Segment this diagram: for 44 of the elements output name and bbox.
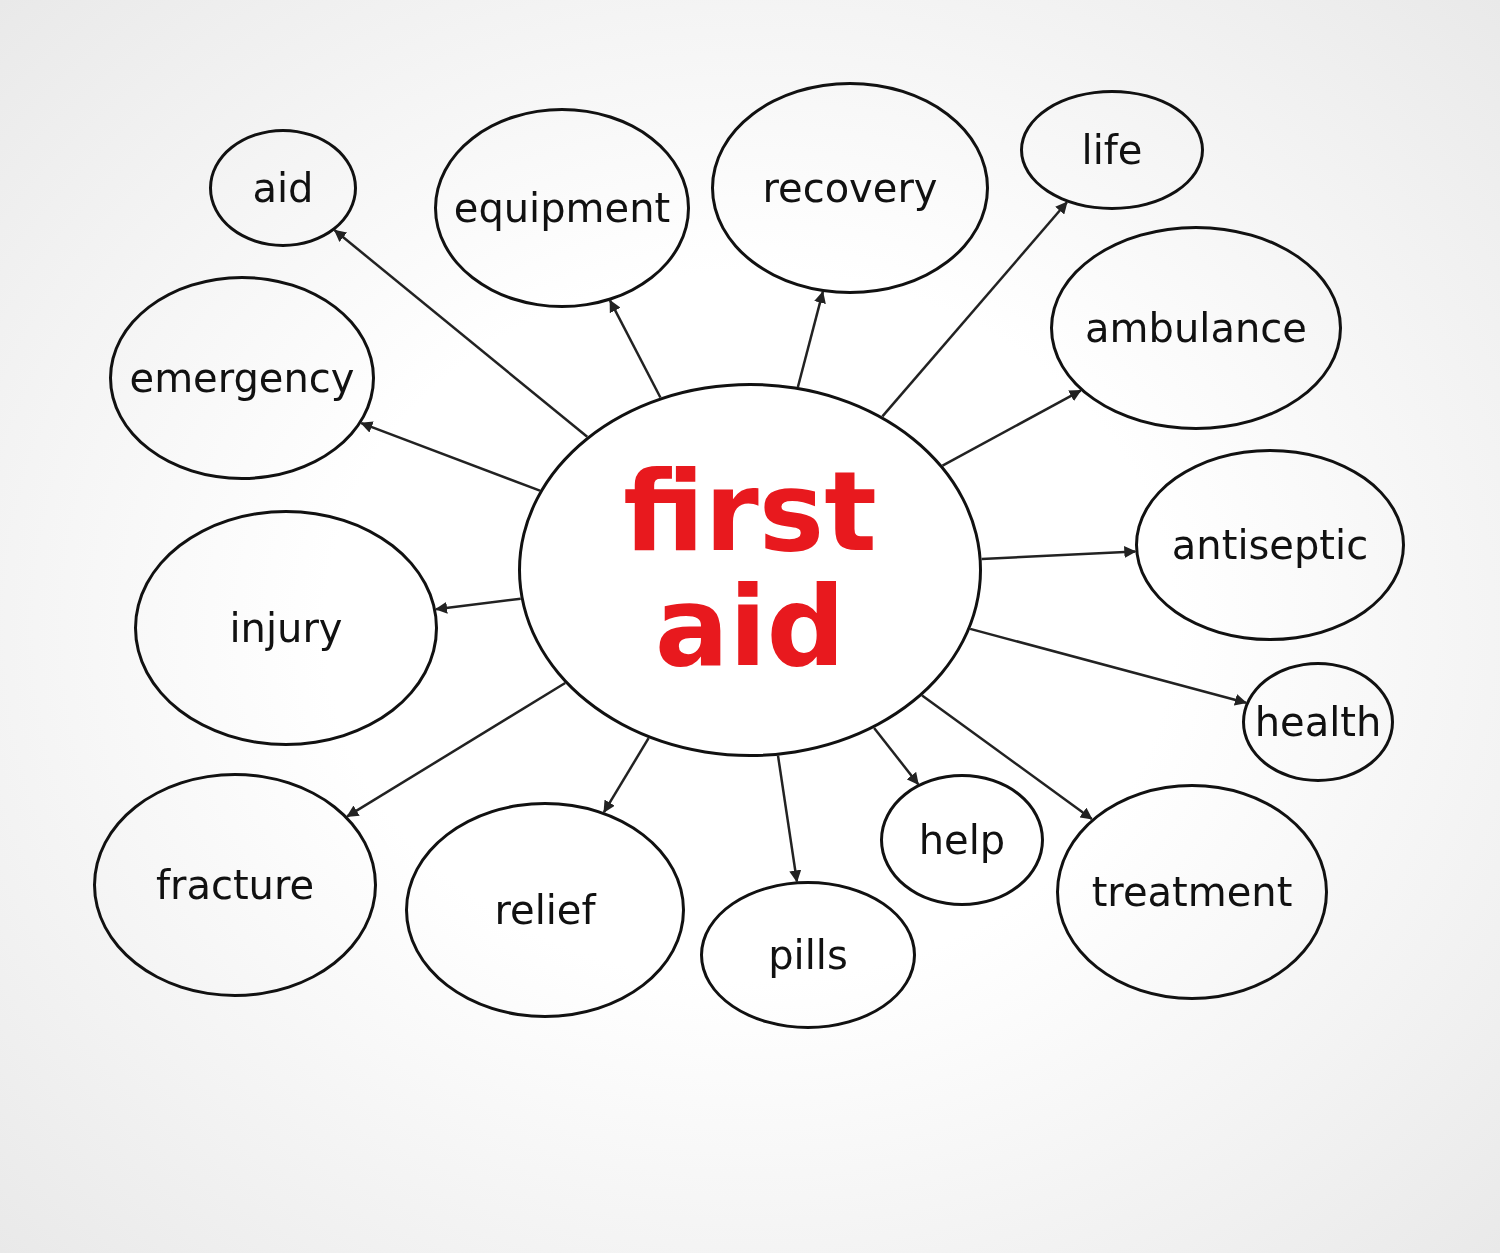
topic-label: injury <box>229 607 343 649</box>
arrow <box>873 727 920 785</box>
central-topic: first aid <box>622 454 878 686</box>
topic-ellipse <box>1135 449 1405 641</box>
topic-ellipse <box>109 276 375 480</box>
topic-label: help <box>918 819 1006 861</box>
arrow <box>346 681 566 818</box>
central-ellipse <box>518 383 982 757</box>
topic-label: pills <box>768 934 848 976</box>
arrow <box>333 229 588 438</box>
arrow <box>881 201 1068 418</box>
topic-ellipse <box>434 108 690 308</box>
arrow <box>969 627 1247 706</box>
arrow <box>941 389 1082 467</box>
arrow <box>921 694 1093 820</box>
topic-ellipse <box>134 510 438 746</box>
topic-ellipse <box>1020 90 1204 210</box>
topic-label: recovery <box>762 167 938 209</box>
topic-ellipse <box>405 802 685 1018</box>
topic-label: relief <box>494 889 596 931</box>
topic-ellipse <box>700 881 916 1029</box>
arrow <box>602 737 650 813</box>
topic-label: antiseptic <box>1171 524 1369 566</box>
topic-label: fracture <box>155 864 315 906</box>
topic-label: equipment <box>453 187 671 229</box>
topic-ellipse <box>711 82 989 294</box>
topic-ellipse <box>1056 784 1328 1000</box>
arrow <box>360 421 541 492</box>
arrow <box>981 546 1137 561</box>
topic-ellipse <box>880 774 1044 906</box>
arrow <box>796 290 826 388</box>
arrow <box>776 755 802 883</box>
arrow <box>435 597 521 614</box>
topic-ellipse <box>1050 226 1342 430</box>
topic-label: life <box>1081 129 1143 171</box>
topic-ellipse <box>93 773 377 997</box>
topic-label: aid <box>252 167 314 209</box>
topic-label: treatment <box>1091 871 1293 913</box>
topic-ellipse <box>1242 662 1394 782</box>
topic-label: emergency <box>129 357 355 399</box>
topic-label: ambulance <box>1085 307 1307 349</box>
topic-ellipse <box>209 129 357 247</box>
topic-label: health <box>1254 701 1382 743</box>
arrow <box>609 299 662 399</box>
